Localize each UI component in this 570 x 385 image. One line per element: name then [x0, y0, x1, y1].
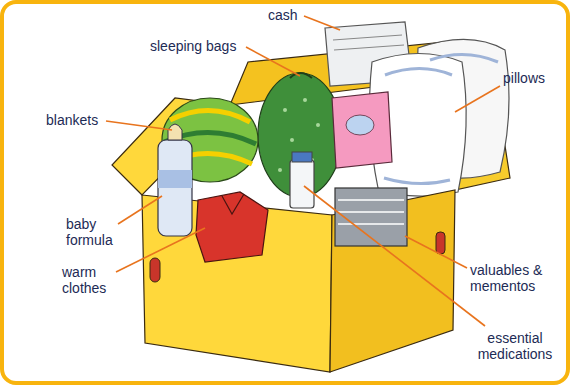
part-label: blankets: [46, 112, 98, 128]
pillow-stripe: [384, 178, 450, 184]
tissue-box-side: [332, 92, 392, 168]
part-label: sleeping bags: [150, 38, 236, 54]
bag-dot: [303, 98, 307, 102]
leader-line: [455, 86, 500, 112]
leader-line: [405, 236, 467, 268]
box-handle: [436, 232, 445, 254]
bag-tie: [290, 73, 312, 78]
leader-line: [304, 16, 340, 30]
cash-line: [334, 45, 404, 50]
pillow-stripe: [385, 69, 452, 76]
pillows-picture: [370, 39, 509, 196]
medicine-bottle: [290, 160, 314, 208]
part-label: cash: [268, 7, 298, 23]
part-label: baby formula: [66, 216, 124, 248]
part-label: essential medications: [470, 330, 560, 362]
blanket-stripe: [170, 110, 250, 122]
box-handle: [150, 258, 160, 282]
part-label: pillows: [503, 70, 545, 86]
bag-dot: [283, 108, 287, 112]
shirt-collar: [222, 194, 244, 214]
valuables-line: [338, 211, 404, 213]
leader-line: [106, 121, 172, 130]
leader-line: [246, 47, 300, 76]
tissue-box: [332, 92, 392, 168]
cash-line: [333, 35, 402, 40]
leader-lines: [106, 16, 500, 326]
tissue-box-print: [346, 115, 374, 135]
leader-line: [118, 196, 162, 224]
warm-clothes-picture: [196, 192, 268, 262]
part-label: valuables & mementos: [470, 262, 558, 294]
formula-label: [158, 170, 192, 188]
baby-formula-picture: [158, 124, 192, 236]
bag-dot: [278, 168, 282, 172]
valuables-line: [338, 199, 404, 201]
red-shirt: [196, 192, 268, 262]
leader-line: [116, 228, 205, 272]
bag-dot: [316, 123, 320, 127]
bag-dot: [290, 138, 294, 142]
pillow-stripe: [430, 54, 498, 62]
formula-nipple: [168, 124, 182, 140]
medicine-cap: [292, 152, 312, 162]
formula-bottle: [158, 140, 192, 236]
part-label: warm clothes: [62, 264, 118, 296]
medication-picture: [290, 152, 314, 208]
valuables-line: [338, 223, 404, 225]
leader-line: [304, 186, 485, 326]
